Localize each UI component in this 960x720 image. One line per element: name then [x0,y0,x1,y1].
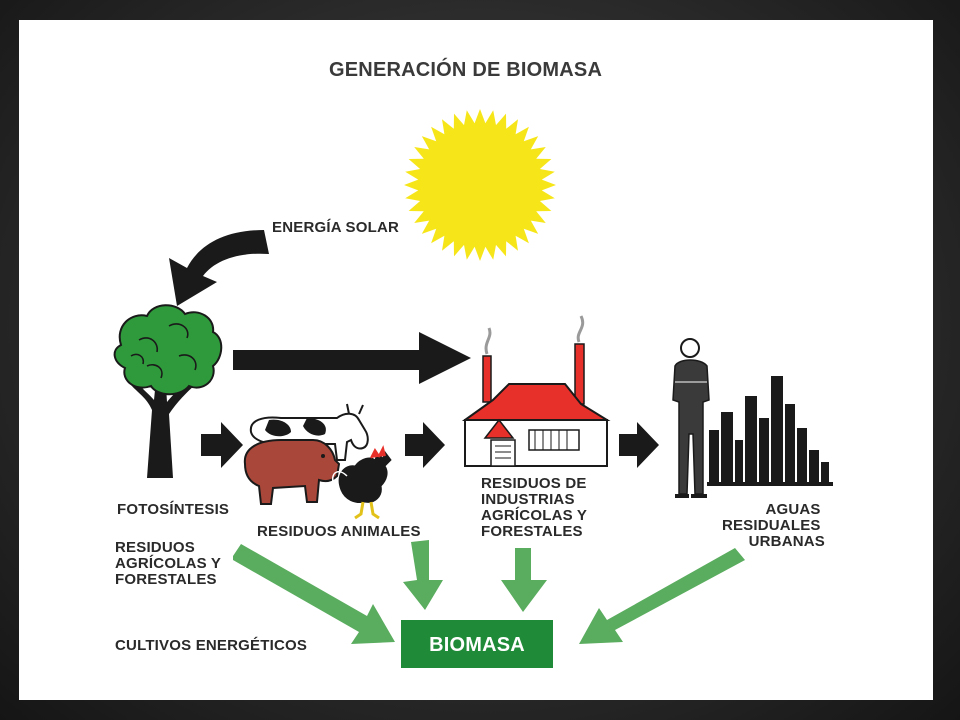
label-aguas-line: AGUAS [765,501,820,518]
arrow-tree-to-animals [201,422,243,468]
diagram-title: GENERACIÓN DE BIOMASA [329,57,602,81]
arrow-industry-to-city [619,422,659,468]
label-residuos-agricolas: RESIDUOS AGRÍCOLAS Y FORESTALES [115,539,225,588]
city-skyline-icon [707,376,833,486]
label-residuos-industrias-line: FORESTALES [481,523,583,540]
slide: GENERACIÓN DE BIOMASA ENERGÍA SOLAR [19,20,933,700]
label-residuos-agricolas-line: RESIDUOS [115,539,195,556]
arrow-tree-to-industry [233,332,471,384]
pig-icon [243,439,341,505]
businessman-icon [672,338,710,498]
label-residuos-industrias-line: AGRÍCOLAS Y [481,507,587,524]
green-arrow-agricultural [233,544,395,644]
green-arrow-urban-water [579,548,745,644]
label-cultivos: CULTIVOS ENERGÉTICOS [115,637,307,654]
solar-energy-arrow [169,230,269,306]
label-aguas-line: URBANAS [749,533,825,550]
label-residuos-industrias-line: INDUSTRIAS [481,491,575,508]
sun-icon [404,109,556,261]
green-arrow-industries [501,548,547,612]
biomass-diagram: GENERACIÓN DE BIOMASA ENERGÍA SOLAR [113,57,833,668]
factory-icon [461,315,611,467]
label-residuos-animales: RESIDUOS ANIMALES [257,523,421,540]
label-residuos-industrias-line: RESIDUOS DE [481,475,587,492]
label-residuos-industrias: RESIDUOS DE INDUSTRIAS AGRÍCOLAS Y FORES… [481,475,591,540]
label-aguas: AGUAS RESIDUALES URBANAS [722,501,825,550]
biomasa-box: BIOMASA [401,620,553,668]
green-arrow-animals [403,540,443,610]
label-biomasa: BIOMASA [429,634,525,656]
tree-icon [113,304,223,478]
label-aguas-line: RESIDUALES [722,517,821,534]
arrow-animals-to-industry [405,422,445,468]
label-residuos-agricolas-line: FORESTALES [115,571,217,588]
rooster-icon [331,445,392,520]
label-residuos-agricolas-line: AGRÍCOLAS Y [115,555,221,572]
label-solar: ENERGÍA SOLAR [272,219,399,236]
sun-core [420,125,540,245]
label-fotosintesis: FOTOSÍNTESIS [117,501,229,518]
